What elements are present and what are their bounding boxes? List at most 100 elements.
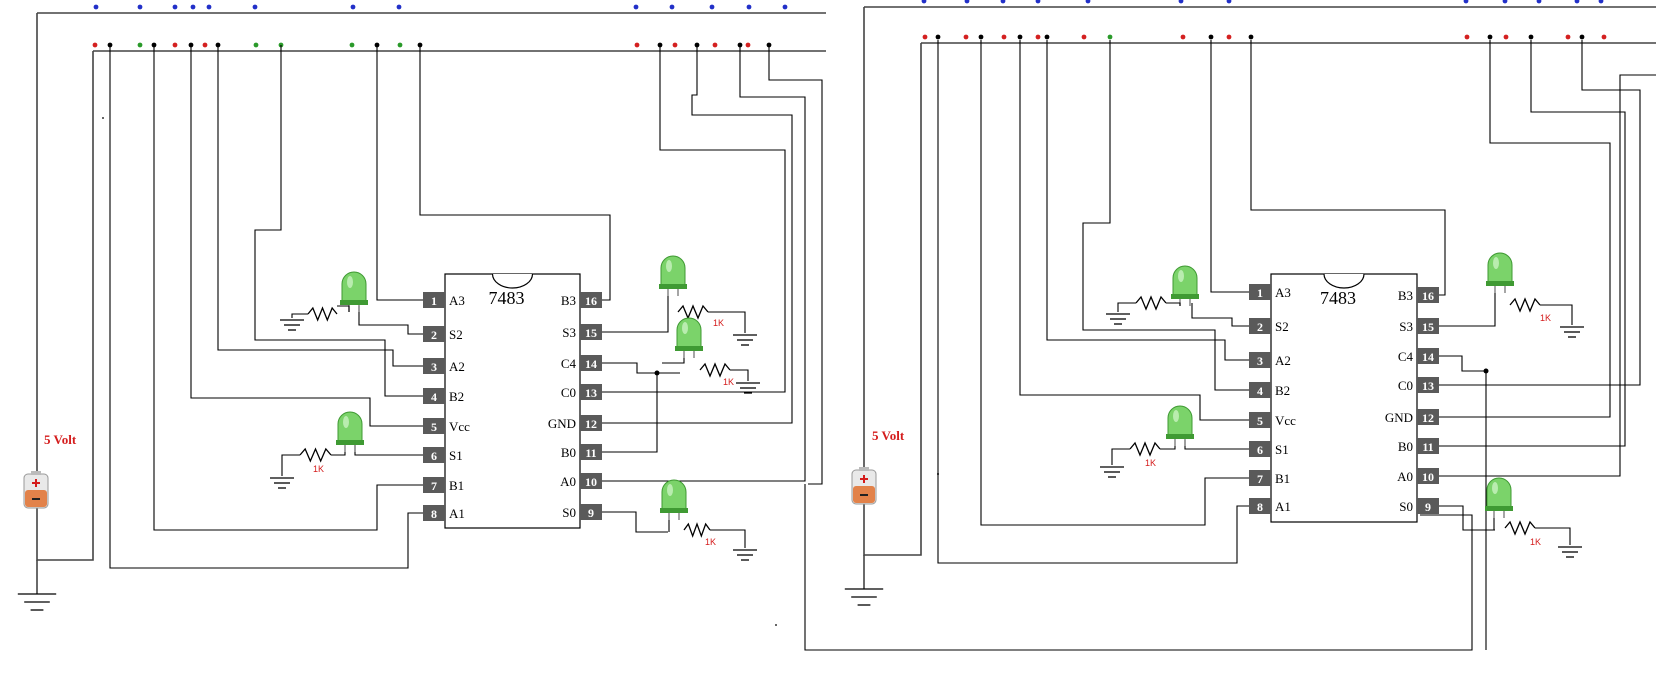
ic-pin-2: 2 S2 [423,326,463,342]
ground-icon [1560,326,1584,338]
junction-dot [654,370,660,376]
resistor-label: 1K [705,537,716,547]
wire [1082,40,1249,391]
terminal-dot [1178,0,1184,4]
wire [358,306,423,335]
terminal-dot [1579,34,1585,40]
pin-number: 2 [1257,320,1263,334]
led-icon [1166,405,1194,446]
pin-number: 6 [431,449,437,463]
pin-number: 1 [1257,286,1263,300]
terminal-dot [921,0,927,4]
terminal-dot [137,4,143,10]
resistor-label: 1K [313,464,324,474]
pin-name: B0 [1398,439,1413,454]
pin-number: 4 [1257,384,1263,398]
terminal-dot [1565,34,1571,40]
terminal-dot [252,4,258,10]
ground-icon [736,382,760,394]
wire [602,296,669,333]
terminal-dot [1487,34,1493,40]
ic-label: 7483 [489,288,525,308]
pin-number: 16 [585,294,597,308]
ground-icon [844,588,884,606]
ic-pin-9: 9S0 [1399,498,1439,514]
terminal-dot [1001,34,1007,40]
wire [1535,527,1571,545]
terminal-dot [92,42,98,48]
wire [804,484,1473,651]
wire [602,511,668,533]
wire [337,305,350,312]
pin-name: B1 [449,478,464,493]
ic-pin-16: 16 B3 [1398,287,1439,303]
terminal-dot [672,42,678,48]
pin-number: 12 [1422,411,1434,425]
pin-number: 2 [431,328,437,342]
terminal-dot [963,34,969,40]
pin-name: S3 [1399,319,1413,334]
pin-name: C0 [561,385,576,400]
pin-number: 14 [585,357,597,371]
pin-name: A1 [449,506,465,521]
terminal-dot [669,4,675,10]
pin-number: 16 [1422,289,1434,303]
led-icon [1486,252,1514,293]
terminal-dot [1180,34,1186,40]
terminal-dot [1536,0,1542,4]
wire [291,313,308,318]
wire [980,40,1249,526]
pin-name: S0 [562,505,576,520]
wire [1439,40,1641,386]
terminal-dot [978,34,984,40]
resistor-icon [299,447,332,463]
resistor-icon [1135,295,1167,311]
pin-name: S2 [449,327,463,342]
ic-label: 7483 [1320,288,1356,308]
terminal-dot [253,42,259,48]
supply-label: 5 Volt [44,432,77,447]
terminal-dot [1226,34,1232,40]
pin-name: B0 [561,445,576,460]
pin-name: A3 [1275,285,1291,300]
terminal-dot [1035,34,1041,40]
wire [730,369,749,381]
pin-number: 6 [1257,443,1263,457]
terminal-dot [172,4,178,10]
ground-icon [1100,466,1124,478]
wire [662,358,685,364]
pin-name: Vcc [1275,413,1296,428]
wire [217,45,423,367]
wire [1160,446,1176,450]
resistor-label: 1K [713,318,724,328]
wire [1439,40,1611,418]
wire [602,373,658,453]
resistor-label: 1K [1145,458,1156,468]
terminal-dot [349,42,355,48]
terminal-dot [709,4,715,10]
terminal-dot [1503,34,1509,40]
pin-name: B3 [1398,288,1413,303]
resistor-icon [1504,520,1536,536]
wire [1117,302,1136,312]
terminal-dot [935,34,941,40]
pin-number: 8 [1257,500,1263,514]
wire [1439,74,1656,477]
pin-number: 11 [585,446,596,460]
wire [602,45,793,424]
resistor-icon [307,306,338,322]
pin-number: 14 [1422,350,1434,364]
led-icon [1171,265,1199,306]
pin-name: B2 [1275,383,1290,398]
resistor-icon [1129,441,1161,457]
ic-pin-11: 11 B0 [561,444,602,460]
